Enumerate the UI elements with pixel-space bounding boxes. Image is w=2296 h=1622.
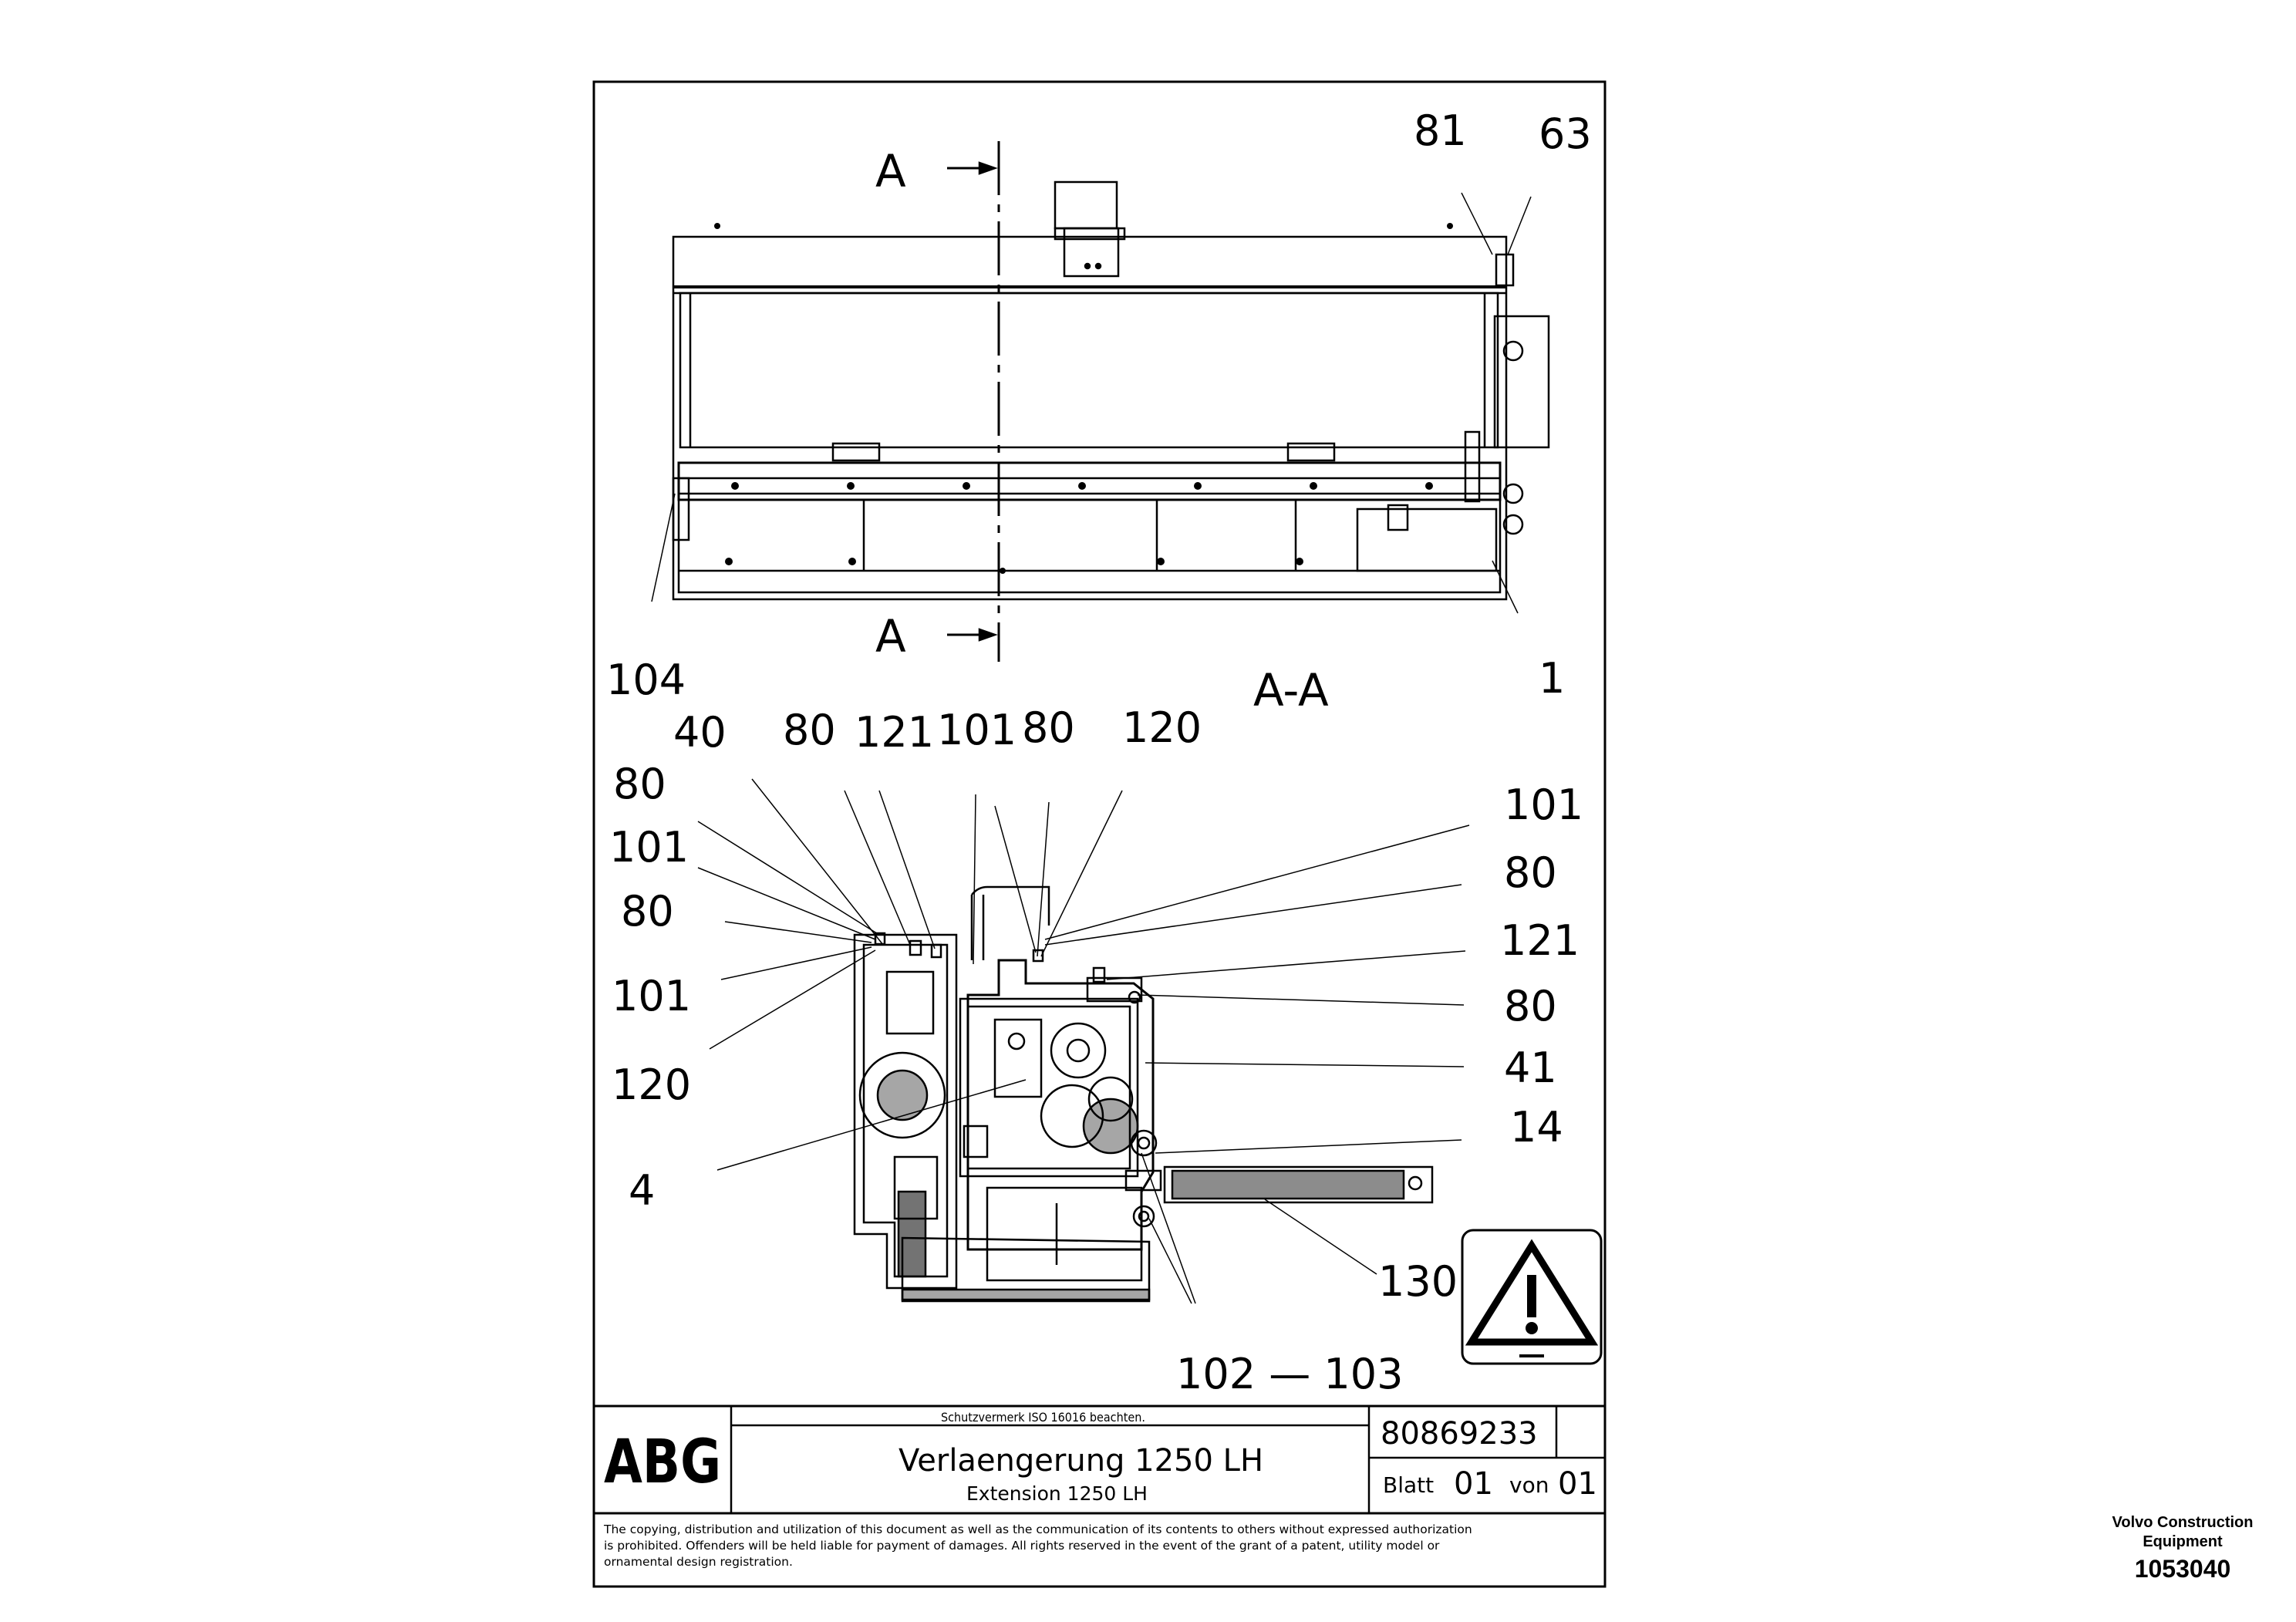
callout-80: 80 <box>1504 982 1557 1030</box>
callout-101: 101 <box>612 972 691 1020</box>
callout-102-103: 102 — 103 <box>1176 1350 1403 1398</box>
callout-40: 40 <box>673 708 727 757</box>
of-label: von <box>1509 1472 1549 1498</box>
callout-121: 121 <box>1500 916 1580 965</box>
callout-130: 130 <box>1378 1257 1458 1306</box>
legal-notice-line-3: ornamental design registration. <box>604 1555 793 1569</box>
callout-41: 41 <box>1504 1044 1557 1092</box>
callout-1: 1 <box>1539 654 1565 703</box>
sheet-total: 01 <box>1558 1466 1597 1502</box>
callout-80: 80 <box>613 760 666 808</box>
publisher-watermark: Volvo Construction Equipment 1053040 <box>2082 1513 2283 1584</box>
callout-104: 104 <box>606 656 686 704</box>
section-view-leaders <box>697 778 1470 1304</box>
publisher-name: Volvo Construction Equipment <box>2112 1514 2254 1550</box>
company-logo: ABG <box>604 1428 721 1497</box>
legal-notice-line-2: is prohibited. Offenders will be held li… <box>604 1539 1440 1553</box>
callout-121: 121 <box>855 708 934 757</box>
top-view <box>672 141 1550 662</box>
section-view <box>853 885 1434 1303</box>
warning-triangle-icon <box>1461 1229 1603 1365</box>
sheet-number: 01 <box>1454 1466 1493 1502</box>
drawing-title: Verlaengerung 1250 LH <box>899 1443 1263 1479</box>
callout-4: 4 <box>629 1166 655 1215</box>
section-mark-bottom: A <box>875 610 906 663</box>
callout-80: 80 <box>783 706 836 754</box>
legal-notice-line-1: The copying, distribution and utilizatio… <box>603 1523 1472 1536</box>
drawing-frame <box>592 80 1607 1588</box>
top-view-leaders <box>651 192 1532 614</box>
callout-101: 101 <box>937 706 1017 754</box>
callout-14: 14 <box>1510 1103 1563 1152</box>
callout-120: 120 <box>1122 703 1202 752</box>
callout-101: 101 <box>1504 781 1583 829</box>
section-mark-top: A <box>875 145 906 197</box>
drawing-number: 80869233 <box>1381 1416 1538 1452</box>
section-view-label: A-A <box>1253 664 1329 717</box>
title-block <box>594 1404 1605 1515</box>
callout-81: 81 <box>1414 106 1467 155</box>
drawing-subtitle: Extension 1250 LH <box>966 1482 1148 1505</box>
callout-80: 80 <box>1022 703 1075 752</box>
callout-63: 63 <box>1539 110 1592 158</box>
callout-80: 80 <box>621 887 674 936</box>
sheet-label: Blatt <box>1383 1472 1434 1498</box>
callout-120: 120 <box>612 1061 691 1109</box>
illustration-number: 1053040 <box>2134 1555 2231 1583</box>
callout-101: 101 <box>609 823 689 872</box>
protection-note: Schutzvermerk ISO 16016 beachten. <box>941 1410 1145 1425</box>
callout-80: 80 <box>1504 848 1557 897</box>
